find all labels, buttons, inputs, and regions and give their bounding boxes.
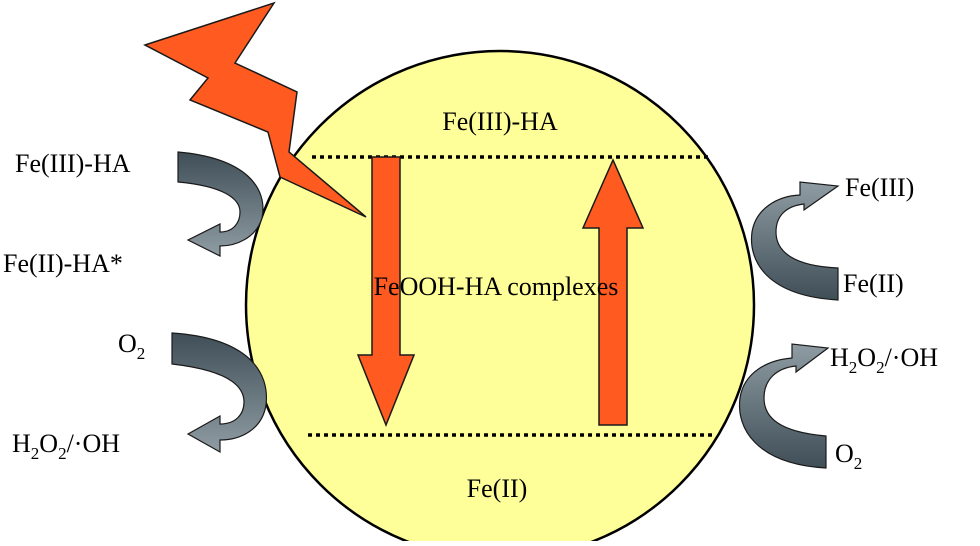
right-top-in-label: Fe(II): [843, 269, 904, 298]
up-arrow-icon: [581, 158, 645, 426]
left-top-out-label: Fe(II)-HA*: [3, 249, 123, 278]
lightning-bolt-icon: [143, 1, 367, 218]
curved-arrow-icon-right-top: [750, 181, 840, 301]
right-top-out-label: Fe(III): [845, 173, 914, 202]
curved-arrow-icon-right-bottom: [738, 343, 830, 469]
right-bottom-out-label: H2O2/·OH: [830, 343, 938, 377]
down-arrow-icon: [356, 156, 416, 428]
circle-label-center: FeOOH-HA complexes: [374, 272, 619, 301]
curved-arrow-icon-left-bottom: [171, 332, 268, 454]
left-top-in-label: Fe(III)-HA: [15, 149, 131, 178]
curved-arrow-icon-left-top: [177, 151, 264, 257]
right-bottom-in-label: O2: [835, 439, 862, 473]
left-bottom-out-label: H2O2/·OH: [12, 429, 120, 463]
left-bottom-in-label: O2: [118, 329, 145, 363]
circle-label-top: Fe(III)-HA: [442, 107, 558, 136]
circle-label-bottom: Fe(II): [467, 474, 528, 503]
